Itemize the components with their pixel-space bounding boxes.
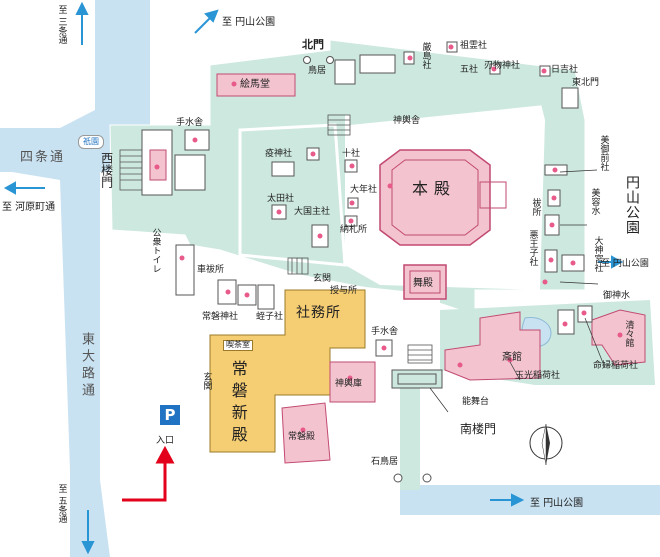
stairs-south [407,344,433,364]
akuoji-label: 悪王子社 [527,230,538,266]
nobutai-label: 能舞台 [462,397,490,407]
leader-lines [429,169,606,413]
south-path [400,380,420,490]
minamiromon-label: 南楼門 [460,422,497,436]
shamusho-label: 社務所 [296,305,341,321]
direction-arrows [3,1,624,555]
shijo-road-label: 四条通 [20,150,66,165]
gion-label: 祇園 [83,137,99,146]
tokiwa-new-label: 常磐新殿 [228,360,248,448]
gosha-label: 五社 [460,65,479,75]
to-maruyama-right-label: 至 円山公園 [601,259,649,269]
genkan-side-label: 玄関 [201,372,212,390]
emado-label: 絵馬堂 [240,79,270,90]
haraisho2-label: 車祓所 [197,265,225,275]
hiyoshi-label: 日吉社 [551,65,579,75]
butoden-label: 舞殿 [413,278,433,289]
genkan-top-label: 玄関 [313,274,332,284]
to-kawaramachi-label: 至 河原町通 [2,202,56,213]
hamono-label: 刃物神社 [484,61,521,71]
saikan-label: 斎館 [502,352,522,363]
gyokko-label: 玉光稲荷社 [515,371,561,381]
road-area [0,0,150,557]
path-south [300,280,440,315]
stairs-north [327,114,351,136]
goshinsui-label: 御神水 [603,291,631,301]
honden-inner [391,159,479,236]
ekijin-label: 疫神社 [265,149,293,159]
bigozen-label: 美御前社 [598,135,609,171]
maruyama-park-label: 円山公園 [624,175,640,235]
otoshi-label: 大年社 [350,185,378,195]
compass-rose-icon [529,423,563,466]
parking-label: P [164,406,176,424]
ishitorii-label: 石鳥居 [371,457,399,467]
entrance-label: 入口 [156,436,175,446]
shijo-road [0,128,130,172]
okuninushi-label: 大国主社 [294,207,331,217]
bottom-road [400,485,660,515]
sosha-label: 祖霊社 [460,41,488,51]
forecourt [130,440,400,490]
nofudasho-label: 納札所 [340,225,368,235]
emado-building [216,73,296,97]
tohokumon-label: 東北門 [572,78,600,88]
to-maruyama-top-label: 至 円山公園 [222,17,276,28]
temizusha-west-label: 手水舎 [176,118,204,128]
tokiwaden-label: 常磐殿 [288,432,316,442]
to-gojo-label: 至 五条通 [56,484,67,523]
honden-label: 本殿 [412,179,457,198]
itsukushima-label: 厳島社 [420,42,431,69]
taitanusha-label: 太田社 [267,194,295,204]
gion-badge: 祇園 [78,135,104,149]
hiruko-label: 蛭子社 [256,312,284,322]
tokiwaden-building [281,402,331,464]
saikan-building [444,311,541,381]
nishiromon-label: 西楼門 [99,152,114,188]
shinyosha-label: 神輿舎 [393,116,421,126]
location-markers [154,44,623,433]
daijingu-label: 大神宮社 [592,236,603,272]
torii-north-label: 鳥居 [308,66,327,76]
butoden-inner [409,270,441,294]
seiseiden-label: 清々館 [623,320,634,347]
juyosho-label: 授与所 [330,286,358,296]
parking-icon: P [160,405,180,425]
temizusha-center-label: 手水舎 [371,327,399,337]
biyosui-label: 美容水 [589,188,600,215]
to-maruyama-bottom-label: 至 円山公園 [530,498,584,509]
to-sanjo-label: 至 三条通 [56,5,67,44]
stairs-mid [287,257,309,275]
minamiromon-inner [397,373,437,385]
koutoilet-label: 公衆トイレ [150,228,161,273]
haraedo-label: 祓所 [530,198,541,216]
shamusho-building [209,289,366,453]
entrance-route-arrow [122,445,175,502]
north-strip [350,90,545,125]
higashioji-road-label: 東大路通 [79,332,94,400]
kitamon-label: 北門 [302,38,324,51]
shinyoko-building [329,361,376,403]
honden-annex [479,181,507,209]
jukkasha-label: 十社 [342,149,361,159]
tokiwa-shrine-label: 常磐神社 [202,312,239,322]
minamiromon-building [391,369,443,389]
shinyoko-label: 神輿庫 [335,379,363,389]
kissashitsu-label: 喫茶室 [223,340,253,351]
seiseiden-building [591,309,646,366]
stairs-west [119,149,143,191]
honden-building [379,149,491,246]
meifuku-label: 命婦稲荷社 [593,361,639,371]
